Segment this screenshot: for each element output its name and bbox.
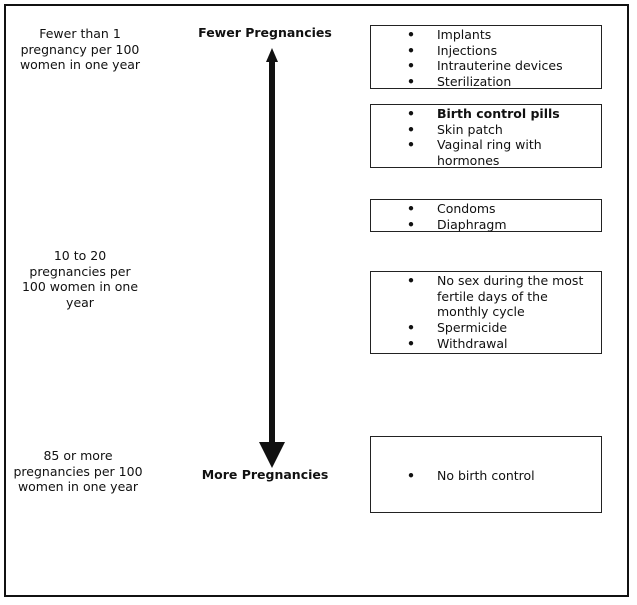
list-item: •Implants <box>407 27 492 42</box>
method-text: Implants <box>437 27 492 42</box>
double-arrow-icon <box>259 48 285 468</box>
list-item: •Injections <box>407 42 498 58</box>
method-text: Condoms <box>437 201 496 216</box>
methods-list: •Implants •Injections •Intrauterine devi… <box>371 27 601 90</box>
list-item: •Diaphragm <box>407 216 507 232</box>
diagram-frame <box>4 4 629 597</box>
list-item: •Skin patch <box>407 121 503 137</box>
method-text: Skin patch <box>437 121 503 137</box>
methods-box-hormonal: •Birth control pills •Skin patch •Vagina… <box>370 104 602 168</box>
methods-box-behavioral: •No sex during the most fertile days of … <box>370 271 602 354</box>
list-item: •Sterilization <box>407 74 512 90</box>
list-item: •Vaginal ring with hormones <box>407 137 542 169</box>
label-fewer-than-1: Fewer than 1 pregnancy per 100 women in … <box>19 26 141 72</box>
method-text: Injections <box>437 42 498 58</box>
methods-list: •Birth control pills •Skin patch •Vagina… <box>371 106 601 169</box>
methods-box-barrier: •Condoms •Diaphragm <box>370 199 602 232</box>
method-text: No sex during the most fertile days of t… <box>437 273 584 320</box>
label-85-or-more: 85 or more pregnancies per 100 women in … <box>13 448 143 494</box>
method-text: Spermicide <box>437 320 508 336</box>
list-item: •Spermicide <box>407 320 508 336</box>
list-item: •Birth control pills <box>407 106 560 121</box>
methods-list: •No birth control <box>371 468 601 484</box>
label-10-to-20: 10 to 20 pregnancies per 100 women in on… <box>21 248 139 310</box>
method-text: Intrauterine devices <box>437 58 563 74</box>
methods-list: •Condoms •Diaphragm <box>371 201 601 232</box>
axis-label-more-pregnancies: More Pregnancies <box>201 467 329 482</box>
list-item: •Withdrawal <box>407 335 508 351</box>
method-text: Sterilization <box>437 74 512 90</box>
methods-box-most-effective: •Implants •Injections •Intrauterine devi… <box>370 25 602 89</box>
axis-label-fewer-pregnancies: Fewer Pregnancies <box>198 25 332 40</box>
method-text: No birth control <box>437 468 535 483</box>
list-item: •Condoms <box>407 201 496 216</box>
method-text: Birth control pills <box>437 106 560 121</box>
methods-list: •No sex during the most fertile days of … <box>371 273 601 352</box>
method-text: Withdrawal <box>437 335 508 351</box>
method-text: Vaginal ring with hormones <box>437 137 542 169</box>
methods-box-none: •No birth control <box>370 436 602 513</box>
list-item: •No sex during the most fertile days of … <box>407 273 584 320</box>
method-text: Diaphragm <box>437 216 507 232</box>
list-item: •No birth control <box>407 468 535 483</box>
list-item: •Intrauterine devices <box>407 58 563 74</box>
